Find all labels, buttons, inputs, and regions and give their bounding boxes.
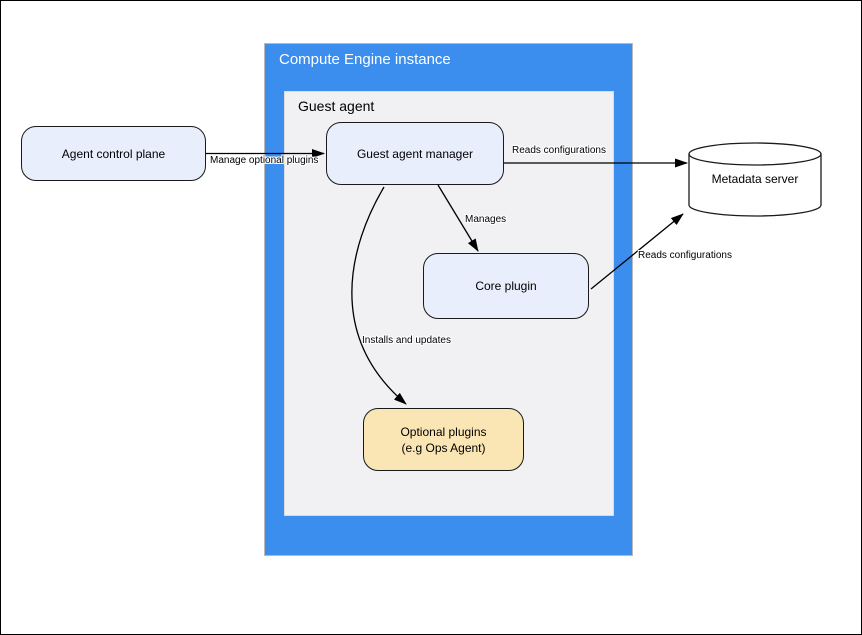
optional-plugins-label-line1: Optional plugins bbox=[400, 424, 487, 439]
edge-label-reads-configurations-core: Reads configurations bbox=[638, 250, 732, 261]
core-plugin-node: Core plugin bbox=[423, 253, 589, 319]
metadata-server-label: Metadata server bbox=[711, 172, 799, 186]
cylinder-rim bbox=[688, 153, 822, 166]
metadata-server-node bbox=[688, 142, 822, 217]
guest-agent-manager-label: Guest agent manager bbox=[356, 146, 474, 161]
agent-control-plane-label: Agent control plane bbox=[61, 146, 166, 161]
guest-agent-title: Guest agent bbox=[298, 98, 375, 114]
compute-engine-instance-title: Compute Engine instance bbox=[279, 51, 451, 68]
optional-plugins-label-line2: (e.g Ops Agent) bbox=[401, 440, 486, 455]
core-plugin-label: Core plugin bbox=[475, 279, 537, 293]
agent-control-plane-node: Agent control plane bbox=[21, 126, 206, 181]
guest-agent-manager-node: Guest agent manager bbox=[326, 122, 504, 185]
optional-plugins-node: Optional plugins (e.g Ops Agent) bbox=[363, 408, 524, 471]
